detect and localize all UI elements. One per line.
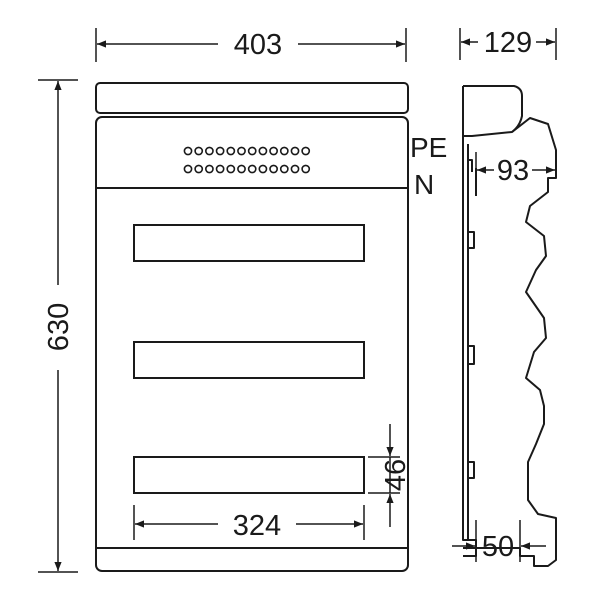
terminal-hole: [269, 164, 278, 174]
pe-terminal-label: PE: [410, 132, 447, 163]
dimension-depth-inner: [475, 152, 555, 186]
slot-width-dimension-label: 324: [233, 510, 281, 542]
front-view: [95, 82, 409, 572]
front-top-cap: [95, 82, 409, 114]
terminal-hole: [183, 146, 193, 156]
side-top-cap: [463, 85, 523, 137]
dimension-depth-base: [452, 520, 546, 562]
depth-total-dimension-label: 129: [484, 27, 532, 59]
dimension-slot-width: [133, 505, 365, 540]
side-inner-profile: [467, 144, 477, 540]
dimension-height: [38, 79, 78, 573]
module-slot-3: [133, 456, 365, 494]
terminal-hole: [183, 164, 193, 174]
slot-height-dimension-label: 46: [380, 459, 412, 491]
depth-inner-dimension-label: 93: [497, 155, 529, 187]
n-terminal-label: N: [414, 169, 434, 200]
terminal-hole: [301, 146, 311, 156]
module-slot-1: [133, 224, 365, 262]
terminal-hole: [194, 164, 204, 174]
terminal-hole: [226, 146, 236, 156]
terminal-hole: [204, 164, 214, 174]
side-clip-2: [468, 345, 475, 365]
side-clip-4: [468, 159, 473, 172]
dimension-width: [95, 28, 407, 62]
terminal-hole: [258, 164, 268, 174]
front-body: [95, 116, 409, 572]
terminal-block-dots: [183, 146, 311, 174]
terminal-hole: [215, 164, 225, 174]
module-slot-2: [133, 341, 365, 379]
terminal-hole: [247, 164, 257, 174]
side-clip-3: [468, 461, 475, 479]
terminal-hole: [237, 164, 246, 174]
terminal-hole: [194, 146, 204, 156]
terminal-hole: [279, 146, 289, 156]
terminal-hole: [215, 146, 225, 156]
width-dimension-label: 403: [234, 29, 282, 61]
terminal-hole: [290, 164, 300, 174]
side-front-profile: [463, 117, 557, 567]
height-dimension-label: 630: [43, 303, 75, 351]
terminal-hole: [258, 146, 268, 156]
side-clip-1: [468, 231, 475, 249]
terminal-hole: [237, 146, 246, 156]
terminal-hole: [247, 146, 257, 156]
terminal-hole: [226, 164, 236, 174]
side-back-wall: [462, 86, 477, 557]
terminal-hole: [279, 164, 289, 174]
dimension-slot-height: [368, 424, 400, 527]
terminal-hole: [301, 164, 311, 174]
depth-base-dimension-label: 50: [482, 531, 514, 563]
dimension-depth-total: [459, 28, 557, 60]
terminal-hole: [290, 146, 300, 156]
terminal-hole: [269, 146, 278, 156]
terminal-hole: [204, 146, 214, 156]
